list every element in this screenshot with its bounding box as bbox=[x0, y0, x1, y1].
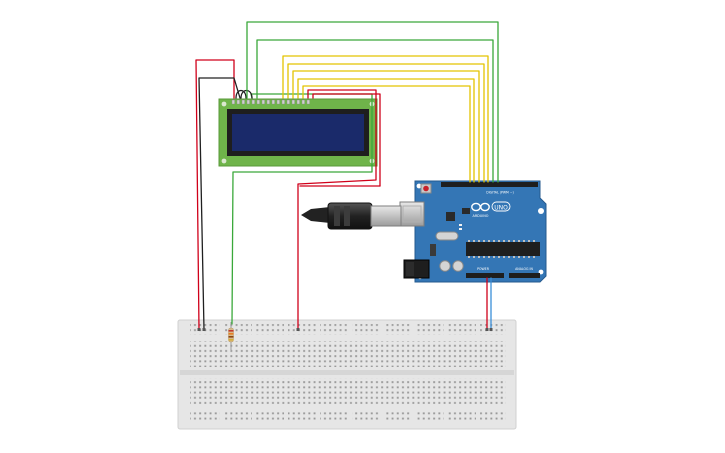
wire-red-backlight bbox=[312, 93, 381, 187]
wire-yellow-d4 bbox=[282, 55, 489, 183]
digital-pwm-label: DIGITAL (PWM ~) bbox=[486, 191, 513, 195]
reset-button[interactable] bbox=[420, 183, 432, 194]
arduino-logo-icon bbox=[471, 202, 490, 212]
wire-green-data bbox=[246, 21, 499, 183]
usb-cable[interactable] bbox=[301, 202, 402, 230]
lcd-module[interactable] bbox=[218, 98, 378, 167]
wire-green-data bbox=[256, 39, 494, 183]
wire-yellow-rs bbox=[302, 85, 471, 183]
wire-black-loop bbox=[235, 89, 247, 99]
wire-yellow-d7 bbox=[297, 78, 475, 183]
power-header bbox=[466, 273, 504, 278]
crystal-oscillator bbox=[435, 231, 459, 241]
capacitor bbox=[452, 260, 464, 272]
wire-black-ground bbox=[198, 77, 241, 331]
center-channel bbox=[180, 370, 514, 375]
resistor[interactable] bbox=[228, 322, 234, 350]
wire-yellow-d5 bbox=[287, 63, 485, 183]
board-model-label: UNO bbox=[494, 205, 508, 212]
wire-yellow-d6 bbox=[292, 70, 480, 183]
terminal-strip-top bbox=[190, 341, 506, 367]
digital-header bbox=[441, 182, 538, 187]
analog-header bbox=[509, 273, 540, 278]
power-label: POWER bbox=[477, 267, 490, 271]
breadboard[interactable] bbox=[177, 319, 517, 430]
capacitor bbox=[439, 260, 451, 272]
analog-in-label: ANALOG IN bbox=[515, 267, 533, 271]
lcd-header-pins bbox=[231, 99, 310, 105]
arduino-uno-board[interactable]: UNO ARDUINO DIGITAL (PWM ~) POWER ANALOG… bbox=[399, 180, 547, 283]
atmega-chip bbox=[466, 242, 540, 256]
terminal-strip-bottom bbox=[190, 378, 506, 404]
usb-cable-connector bbox=[370, 205, 402, 227]
usb-cable-strain-relief bbox=[301, 207, 330, 223]
wire-red-backlight bbox=[297, 89, 377, 331]
lcd-screen bbox=[232, 114, 364, 151]
brand-label: ARDUINO bbox=[473, 214, 489, 218]
